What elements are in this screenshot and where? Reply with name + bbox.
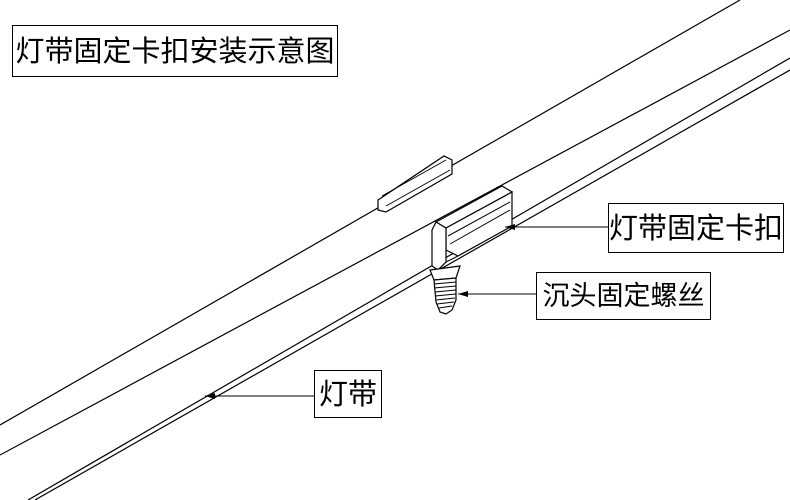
leader-strip bbox=[205, 393, 314, 399]
strip-edge-lower-face bbox=[27, 57, 790, 500]
leader-clip bbox=[505, 224, 608, 230]
diagram-title: 灯带固定卡扣安装示意图 bbox=[12, 25, 338, 77]
back-clip-face bbox=[377, 155, 453, 213]
strip-edge-top bbox=[0, 0, 741, 426]
front-clip bbox=[431, 185, 514, 271]
back-clip bbox=[377, 155, 453, 213]
strip-edge-upper-face bbox=[0, 29, 790, 456]
label-countersunk-screw: 沉头固定螺丝 bbox=[536, 272, 711, 320]
front-clip-side bbox=[431, 221, 447, 271]
leader-screw bbox=[458, 291, 536, 297]
label-fixing-clip: 灯带固定卡扣 bbox=[608, 203, 784, 253]
countersunk-screw bbox=[429, 265, 461, 315]
strip-edge-bottom bbox=[34, 69, 790, 500]
label-led-strip: 灯带 bbox=[314, 370, 382, 418]
